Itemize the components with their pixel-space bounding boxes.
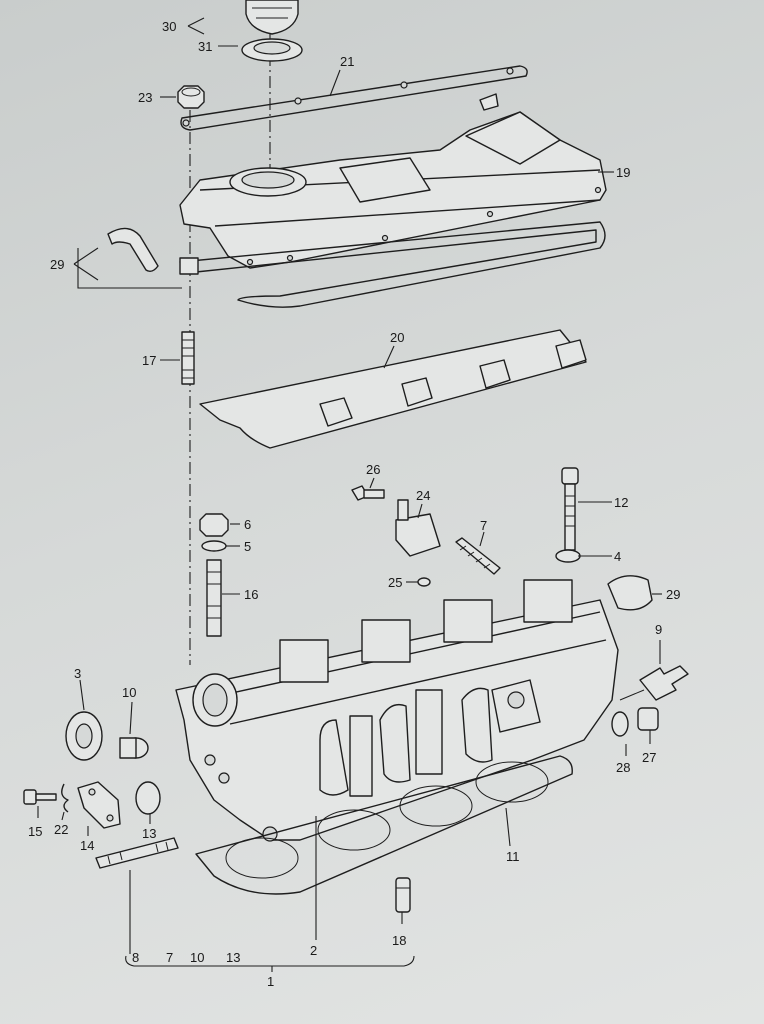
- bolt-15-part: [23, 789, 57, 805]
- gasket-tab: [179, 257, 199, 275]
- callout-20: 20: [390, 330, 404, 345]
- callout-15: 15: [28, 824, 42, 839]
- washer-part: [555, 549, 581, 563]
- callout-19: 19: [616, 165, 630, 180]
- callout-11: 11: [506, 849, 520, 864]
- bracket-14-part: [77, 781, 121, 829]
- bracket-label-10: 10: [190, 950, 204, 965]
- sealing-plug-part: [135, 781, 161, 815]
- stud-long-part: [455, 537, 501, 575]
- valve-cover-part: [179, 93, 607, 269]
- nut-part: [199, 513, 229, 537]
- oil-baffle-plate-part: [199, 329, 587, 449]
- callout-21: 21: [340, 54, 354, 69]
- callout-30: 30: [162, 19, 176, 34]
- callout-3: 3: [74, 666, 81, 681]
- callout-9: 9: [655, 622, 662, 637]
- camshaft-oil-seal-part: [65, 711, 103, 761]
- callout-1: 1: [267, 974, 274, 989]
- plug-part: [637, 707, 659, 731]
- head-bolt-part: [561, 467, 579, 551]
- cover-gasket-upper-part: [180, 65, 528, 131]
- half-moon-seal-right-part: [607, 575, 653, 611]
- callout-28: 28: [616, 760, 630, 775]
- oil-filler-cap-part: [245, 0, 299, 35]
- callout-7-top: 7: [480, 518, 487, 533]
- long-stud-part: [95, 837, 179, 869]
- callout-2: 2: [310, 943, 317, 958]
- sender-bracket-part: [395, 499, 441, 557]
- head-gasket-part: [195, 755, 573, 895]
- small-bolt-part: [351, 485, 385, 501]
- half-moon-seal-upper-part: [107, 227, 159, 273]
- callout-14: 14: [80, 838, 94, 853]
- plug-seal-part: [611, 711, 629, 737]
- callout-23: 23: [138, 90, 152, 105]
- callout-12: 12: [614, 495, 628, 510]
- dowel-sleeve-part: [395, 877, 411, 913]
- callout-24: 24: [416, 488, 430, 503]
- callout-31: 31: [198, 39, 212, 54]
- cap-nut-part: [177, 85, 205, 109]
- stud-part: [181, 331, 195, 385]
- spring-washer-part: [201, 540, 227, 552]
- callout-4: 4: [614, 549, 621, 564]
- spring-washer-22-part: [61, 783, 69, 813]
- callout-18: 18: [392, 933, 406, 948]
- callout-25: 25: [388, 575, 402, 590]
- manifold-stud-part: [206, 559, 222, 637]
- cap-plug-part: [119, 737, 149, 759]
- callout-5: 5: [244, 539, 251, 554]
- gasket-holes: [182, 67, 514, 127]
- callout-27: 27: [642, 750, 656, 765]
- callout-26: 26: [366, 462, 380, 477]
- callout-17: 17: [142, 353, 156, 368]
- callout-leaders: [37, 17, 662, 972]
- callout-29-top: 29: [50, 257, 64, 272]
- filler-cap-seal-part: [241, 38, 303, 62]
- callout-29-right: 29: [666, 587, 680, 602]
- bracket-label-13: 13: [226, 950, 240, 965]
- callout-labels: 30 31 21 23 19 29 17 20 26 24 7 12 6 5 4…: [28, 19, 680, 989]
- bracket-label-7: 7: [166, 950, 173, 965]
- callout-13: 13: [142, 826, 156, 841]
- cylinder-head-part: [175, 579, 619, 842]
- cover-gasket-lower-part: [179, 221, 606, 308]
- callout-16: 16: [244, 587, 258, 602]
- temp-sender-part: [619, 665, 689, 701]
- assembly-axis-line: [189, 10, 271, 665]
- bracket-label-8: 8: [132, 950, 139, 965]
- callout-10-top: 10: [122, 685, 136, 700]
- callout-22: 22: [54, 822, 68, 837]
- callout-6: 6: [244, 517, 251, 532]
- small-seal-ring-part: [417, 577, 431, 587]
